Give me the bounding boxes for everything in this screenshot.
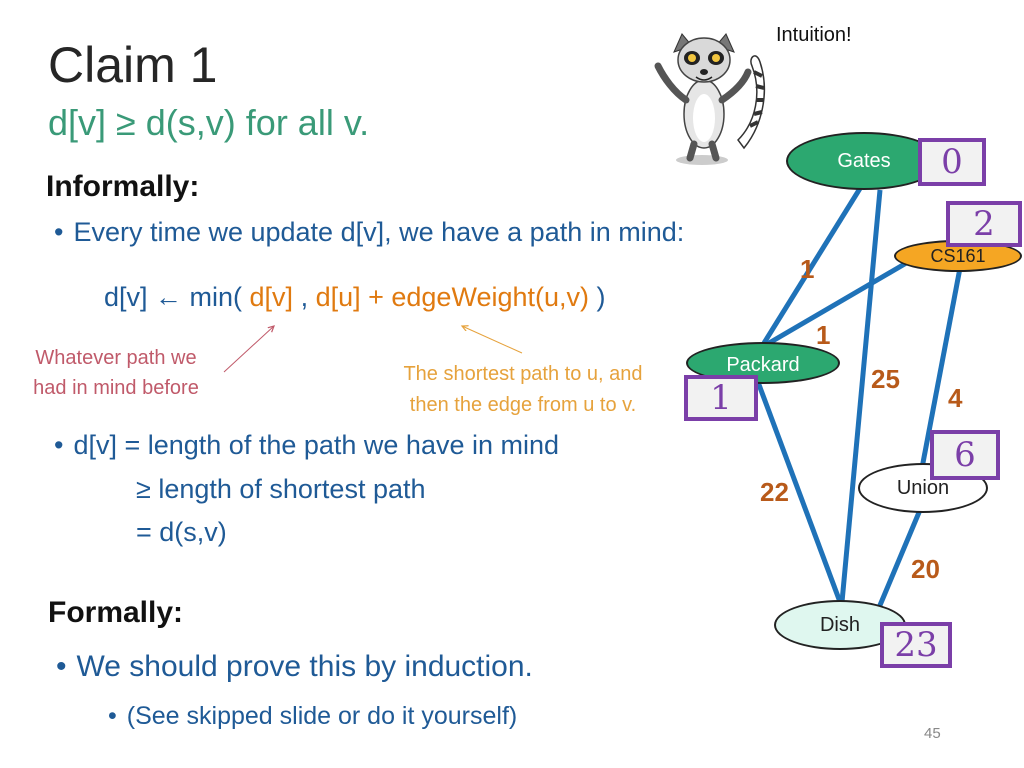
- edge-gates-packard: [761, 180, 867, 345]
- node-union-label: Union: [896, 476, 950, 499]
- informally-heading: Informally:: [46, 170, 200, 203]
- edge-packard-dish: [755, 381, 843, 603]
- node-cs161-label: CS161: [930, 245, 986, 266]
- formula-prefix: d[v] ← min(: [104, 282, 250, 312]
- bullet-dot: •: [54, 217, 64, 247]
- bullet-path-length: • d[v] = length of the path we have in mi…: [54, 430, 559, 461]
- bullet-update-path-text: Every time we update d[v], we have a pat…: [73, 217, 685, 247]
- dist-box-dish: 23: [880, 622, 952, 668]
- annotation-previous-path: Whatever path we had in mind before: [14, 343, 218, 403]
- annotation-previous-path-line2: had in mind before: [33, 377, 199, 399]
- bullet-skipped-slide-text: (See skipped slide or do it yourself): [126, 702, 518, 730]
- dist-box-packard: 1: [684, 375, 758, 421]
- slide-subtitle: d[v] ≥ d(s,v) for all v.: [48, 102, 370, 143]
- node-packard-label: Packard: [726, 354, 800, 376]
- edge-union-dish: [875, 509, 923, 611]
- weight-cs161-union: 4: [948, 383, 963, 413]
- intuition-caption: Intuition!: [776, 24, 852, 46]
- annotation-previous-path-line1: Whatever path we: [35, 347, 197, 369]
- bullet-dot: •: [54, 430, 64, 460]
- annotation-shortest-path: The shortest path to u, and then the edg…: [372, 359, 674, 421]
- annotation-shortest-path-line1: The shortest path to u, and: [403, 363, 643, 385]
- page-number: 45: [924, 725, 941, 742]
- lemur-illustration: [654, 33, 766, 165]
- dist-box-union: 6: [930, 430, 1000, 480]
- bullet-dot: •: [56, 650, 67, 683]
- weight-gates-packard: 1: [800, 254, 815, 284]
- bullet-dot: •: [108, 702, 117, 730]
- weight-union-dish: 20: [911, 554, 940, 584]
- bullet-skipped-slide: • (See skipped slide or do it yourself): [108, 702, 517, 731]
- annotation-shortest-path-line2: then the edge from u to v.: [409, 394, 637, 416]
- formula-du-term: d[u] + edgeWeight(u,v): [315, 282, 589, 312]
- weight-gates-dish: 25: [871, 364, 900, 394]
- formally-heading: Formally:: [48, 596, 184, 629]
- slide-title: Claim 1: [48, 37, 218, 93]
- weight-packard-dish: 22: [760, 477, 789, 507]
- dist-box-gates: 0: [918, 138, 986, 186]
- bullet-update-path: • Every time we update d[v], we have a pa…: [54, 217, 684, 248]
- bullet-induction-text: We should prove this by induction.: [76, 650, 533, 683]
- node-gates: Gates: [786, 132, 942, 190]
- formula-dv-term: d[v]: [249, 282, 294, 312]
- edge-cs161-packard: [762, 259, 910, 349]
- update-formula: d[v] ← min( d[v] , d[u] + edgeWeight(u,v…: [104, 282, 606, 313]
- formula-close: ): [589, 282, 606, 312]
- dist-box-cs161: 2: [946, 201, 1022, 247]
- edge-cs161-union: [919, 267, 963, 469]
- node-gates-label: Gates: [837, 149, 891, 172]
- edge-gates-dish: [839, 189, 883, 603]
- equality-line: = d(s,v): [136, 517, 227, 547]
- bullet-induction: • We should prove this by induction.: [56, 650, 533, 684]
- weight-cs161-packard: 1: [816, 320, 831, 350]
- bullet-path-length-text: d[v] = length of the path we have in min…: [73, 430, 560, 460]
- formula-separator: ,: [293, 282, 316, 312]
- node-dish-label: Dish: [819, 613, 860, 636]
- inequality-line: ≥ length of shortest path: [136, 474, 426, 504]
